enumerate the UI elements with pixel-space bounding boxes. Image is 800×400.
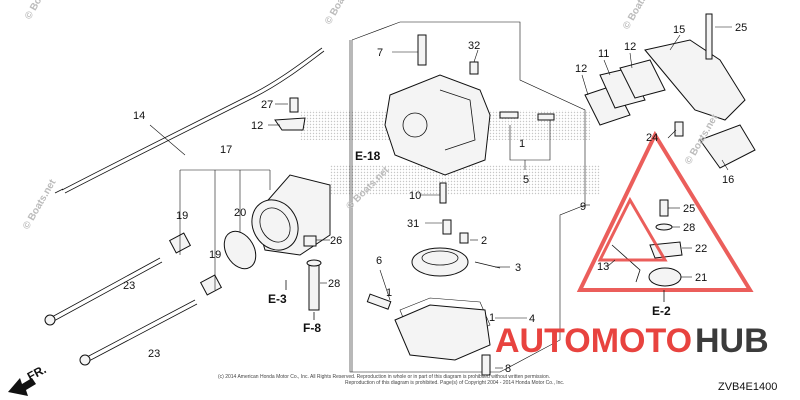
callout-3: 3 <box>515 262 521 274</box>
part-24-screw <box>659 199 669 217</box>
callout-8: 8 <box>505 363 511 375</box>
callout-15: 14 <box>133 110 145 122</box>
ref-e3: E-3 <box>268 292 287 306</box>
watermark-site-top-left: © Boats.net <box>23 0 61 22</box>
part-14-link-rod <box>611 244 641 283</box>
part-8-screw <box>481 354 491 376</box>
callout-23-lower: 23 <box>148 348 160 360</box>
callout-14: 13 <box>597 261 609 273</box>
callout-29: 26 <box>330 235 342 247</box>
part-17-gasket <box>699 124 756 169</box>
part-26-bolt <box>705 13 713 60</box>
part-25-bolt <box>674 121 684 137</box>
part-13-clip <box>274 117 306 131</box>
callout-27: 27 <box>261 99 273 111</box>
copyright-line-2: Reproduction of this diagram is prohibit… <box>345 380 564 386</box>
callout-2: 2 <box>481 235 487 247</box>
callout-1-lower: 1 <box>489 312 495 324</box>
callout-1-left: 1 <box>386 287 392 299</box>
part-12-gasket-right <box>619 59 666 99</box>
callout-11: 11 <box>598 48 609 60</box>
callout-23-upper: 23 <box>123 280 135 292</box>
callout-7: 7 <box>377 47 383 59</box>
assembly-boundary <box>349 21 590 373</box>
callout-25: 24 <box>646 132 658 144</box>
callout-24: 25 <box>683 203 695 215</box>
part-28-washer <box>655 223 673 231</box>
callout-26: 25 <box>735 22 747 34</box>
callout-32: 32 <box>468 40 480 52</box>
part-16-intake-manifold <box>644 39 746 121</box>
float <box>411 247 469 277</box>
callout-18: 17 <box>220 144 232 156</box>
part-21-diaphragm <box>648 267 682 287</box>
part-27-screw <box>289 97 299 113</box>
part-23-bolt-lower <box>79 299 198 366</box>
ref-e18: E-18 <box>355 149 381 163</box>
callout-12-left: 12 <box>575 63 587 75</box>
callout-17: 16 <box>722 174 734 186</box>
callout-leaders <box>149 26 732 369</box>
part-2-spring <box>459 232 469 244</box>
callout-31: 31 <box>407 218 419 230</box>
front-arrow: FR. <box>8 362 48 396</box>
watermark-brand-right: HUB <box>695 322 769 360</box>
callout-1-upper: 1 <box>519 138 525 150</box>
callout-20: 20 <box>234 207 246 219</box>
callout-28: 28 <box>683 222 695 234</box>
callout-13: 12 <box>251 120 263 132</box>
callout-21: 21 <box>695 272 707 284</box>
copyright-line-1: (c) 2014 American Honda Motor Co., Inc. … <box>218 374 550 380</box>
part-23-bolt-upper <box>44 257 163 326</box>
part-6-screw <box>366 293 392 310</box>
callout-12-right: 12 <box>624 41 636 53</box>
part-18-insulator <box>251 174 331 256</box>
callout-10: 10 <box>409 190 421 202</box>
part-31-needle <box>442 219 452 235</box>
watermark-triangle <box>576 130 754 292</box>
part-19-collar-lower <box>199 274 223 296</box>
callout-6: 6 <box>376 255 382 267</box>
callout-9: 9 <box>580 201 586 213</box>
callout-5: 5 <box>523 174 529 186</box>
watermark-site-top-center: © Boats.net <box>323 0 361 27</box>
callout-19-lower: 19 <box>209 249 221 261</box>
callout-30: 28 <box>328 278 340 290</box>
callout-19-upper: 19 <box>176 210 188 222</box>
ref-f8: F-8 <box>303 321 321 335</box>
part-30-tube <box>306 259 322 311</box>
carburetor-body <box>384 74 491 176</box>
part-4-float-chamber <box>394 304 491 361</box>
part-32-screw <box>469 61 479 75</box>
watermark-site-top-right: © Boats.net <box>621 0 659 32</box>
watermark-brand-left: AUTOMOTO <box>495 322 692 360</box>
part-29-nut <box>303 235 317 247</box>
part-7-screw <box>417 34 427 66</box>
callout-4: 4 <box>529 313 535 325</box>
diagram-code: ZVB4E1400 <box>718 381 777 393</box>
ref-e2: E-2 <box>652 304 671 318</box>
part-10-jet <box>439 182 447 204</box>
watermark-site-left: © Boats.net <box>21 177 59 231</box>
part-15-cable <box>54 47 325 194</box>
part-5-screws <box>499 111 555 121</box>
callout-16: 15 <box>673 24 685 36</box>
callout-22: 22 <box>695 243 707 255</box>
part-20-screen <box>223 230 257 270</box>
